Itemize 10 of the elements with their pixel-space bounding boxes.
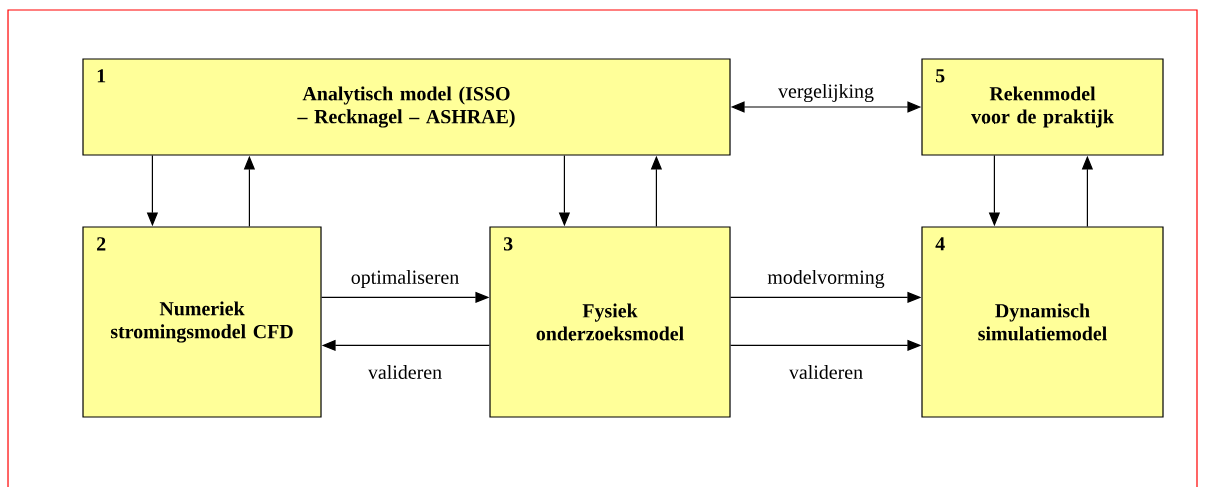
process-box: Numeriek stromingsmodel CFD 2 bbox=[82, 226, 322, 418]
edge-label: optimaliseren bbox=[349, 268, 461, 290]
edge-label: valideren bbox=[787, 364, 865, 380]
process-box: Fysiek onderzoeksmodel 3 bbox=[489, 226, 731, 418]
edge-label: vergelijking bbox=[777, 82, 875, 104]
process-box: Analytisch model (ISSO – Recknagel – ASHRAE) 1 bbox=[82, 58, 731, 156]
process-box: Rekenmodel voor de praktijk 5 bbox=[921, 58, 1164, 156]
process-box: Dynamisch simulatiemodel 4 bbox=[921, 226, 1164, 418]
edge-label: valideren bbox=[366, 364, 444, 380]
edge-label: modelvorming bbox=[766, 268, 886, 290]
